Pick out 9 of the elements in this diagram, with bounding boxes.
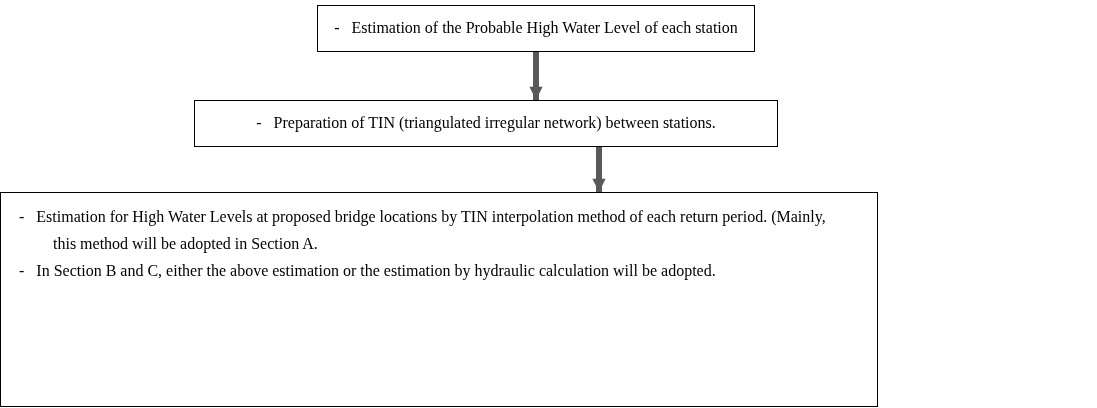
box-text: - Estimation for High Water Levels at proposed bridge locations by TIN interpolation method of each return period. (Mainly, this method will be adopted in Section A. <box>18 207 827 255</box>
box-text: - Preparation of TIN (triangulated irregular network) between stations. <box>255 113 717 134</box>
process-box <box>194 100 778 147</box>
process-box <box>317 5 755 52</box>
process-box <box>0 192 878 407</box>
arrow <box>592 147 606 192</box>
box-text: - Estimation of the Probable High Water Level of each station <box>333 18 739 39</box>
box-text: - In Section B and C, either the above estimation or the estimation by hydraulic calculation will be adopted. <box>18 261 717 282</box>
arrow <box>529 52 543 100</box>
